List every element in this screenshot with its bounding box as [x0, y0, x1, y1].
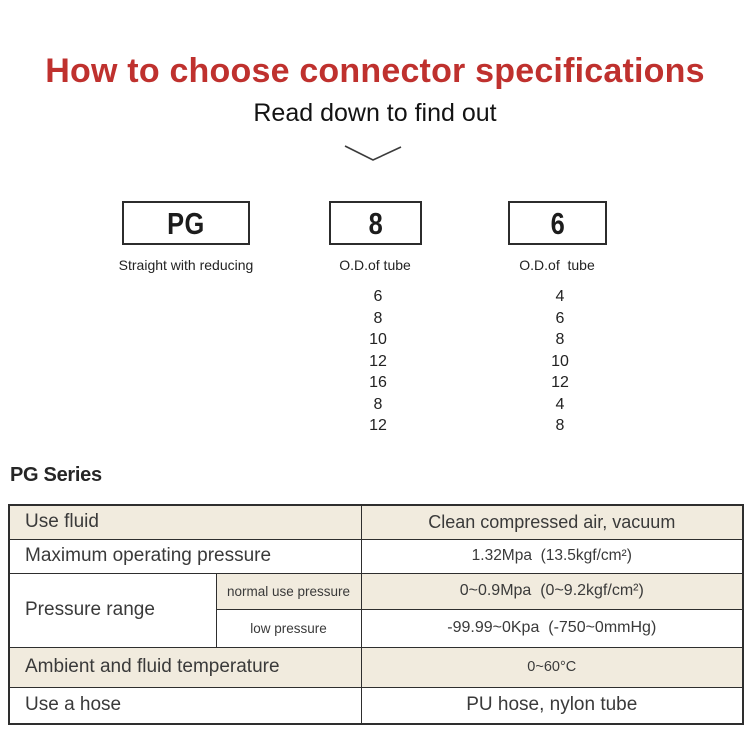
series-heading: PG Series: [10, 464, 102, 486]
option-value: 4: [555, 288, 565, 305]
option-value: 6: [373, 288, 383, 305]
row-value-use-fluid: Clean compressed air, vacuum: [360, 504, 744, 540]
page-title: How to choose connector specifications: [45, 52, 705, 90]
table-row-normal-pressure: Pressure range normal use pressure 0~0.9…: [8, 572, 744, 648]
option-value: 8: [373, 395, 383, 413]
option-value: 12: [551, 374, 569, 391]
table-row-hose: Use a hose PU hose, nylon tube: [8, 686, 744, 725]
option-value: 16: [369, 374, 387, 391]
row-label-use-fluid: Use fluid: [8, 504, 362, 540]
option-value: 4: [555, 395, 565, 413]
row-value-temperature: 0~60°C: [360, 646, 744, 688]
sub-label-low-pressure: low pressure: [215, 608, 362, 648]
table-row-low-pressure: low pressure -99.99~0Kpa (-750~0mmHg): [9, 608, 744, 648]
option-value: 10: [551, 352, 569, 370]
row-label-pressure-range: Pressure range: [8, 572, 217, 648]
option-value: 8: [555, 331, 565, 348]
option-value: 6: [555, 309, 565, 327]
series-code-text: PG: [167, 205, 205, 241]
option-value: 8: [373, 309, 383, 327]
series-code-caption: Straight with reducing: [118, 257, 254, 273]
table-row-temperature: Ambient and fluid temperature 0~60°C: [8, 646, 744, 688]
spec-box-tube-od-2: 6: [508, 201, 607, 245]
table-row-max-pressure: Maximum operating pressure 1.32Mpa (13.5…: [8, 538, 744, 574]
tube-od-1-text: 8: [368, 205, 383, 241]
chevron-down-icon: [344, 145, 402, 161]
table-row-use-fluid: Use fluid Clean compressed air, vacuum: [8, 504, 744, 540]
row-value-max-pressure: 1.32Mpa (13.5kgf/cm²): [360, 538, 744, 574]
spec-table: Use fluid Clean compressed air, vacuum M…: [8, 504, 745, 725]
tube-od-2-text: 6: [550, 205, 565, 241]
option-value: 8: [555, 417, 565, 434]
row-value-hose: PU hose, nylon tube: [360, 686, 744, 725]
option-value: 12: [369, 352, 387, 370]
option-value: 12: [369, 417, 387, 434]
spec-box-series-code: PG: [122, 201, 250, 245]
sub-label-normal-pressure: normal use pressure: [215, 572, 362, 610]
spec-box-tube-od-1: 8: [329, 201, 422, 245]
row-value-normal-pressure: 0~0.9Mpa (0~9.2kgf/cm²): [360, 572, 744, 610]
tube-od-2-options: 4 6 8 10 12 4 8: [528, 286, 592, 437]
tube-od-1-caption: O.D.of tube: [339, 257, 411, 273]
tube-od-1-options: 6 8 10 12 16 8 12: [346, 286, 410, 437]
row-value-low-pressure: -99.99~0Kpa (-750~0mmHg): [360, 608, 744, 648]
page-subtitle: Read down to find out: [253, 99, 497, 127]
tube-od-2-caption: O.D.of tube: [519, 257, 595, 273]
option-value: 10: [369, 331, 387, 348]
row-label-temperature: Ambient and fluid temperature: [8, 646, 362, 688]
row-label-max-pressure: Maximum operating pressure: [8, 538, 362, 574]
row-label-hose: Use a hose: [8, 686, 362, 725]
